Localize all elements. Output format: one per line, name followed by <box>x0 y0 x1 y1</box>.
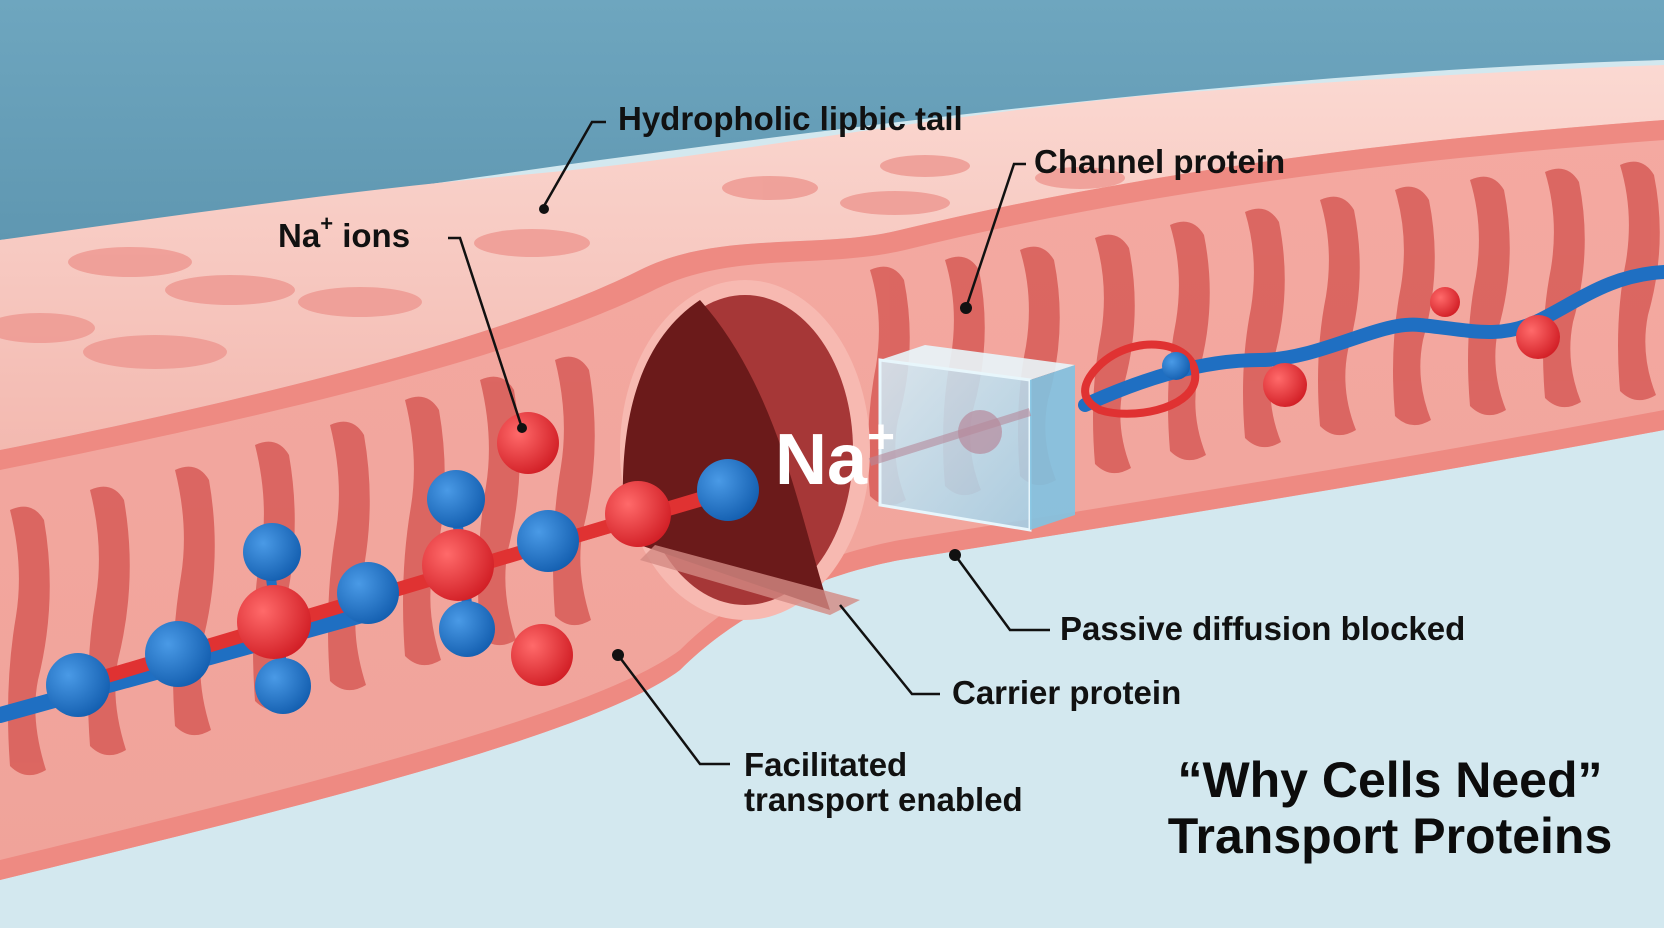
transport-chain <box>0 412 759 723</box>
label-facilitated-transport: Facilitated transport enabled <box>744 746 1064 818</box>
channel-protein-pore-icon <box>620 280 870 620</box>
leader-dots <box>517 204 972 661</box>
title-line1: “Why Cells Need” <box>1177 752 1603 808</box>
label-hydrophilic-tail: Hydropholic lipbic tail <box>618 100 963 137</box>
water-molecule-icon <box>1162 352 1190 380</box>
sodium-ion-icon <box>1516 315 1560 359</box>
label-na-ions: Na+ ions <box>278 212 411 254</box>
title-line2: Transport Proteins <box>1167 808 1613 864</box>
label-carrier-protein: Carrier protein <box>952 674 1182 711</box>
sodium-ion-icon <box>237 412 671 686</box>
channel-strand <box>1078 265 1664 418</box>
leader-lines <box>448 120 1050 766</box>
label-facilitated-line1: Facilitated <box>744 746 908 783</box>
water-molecule-icon <box>46 459 759 717</box>
extracellular-background <box>0 0 1664 240</box>
center-ion-symbol: Na <box>775 420 868 500</box>
center-ion-charge: + <box>867 411 896 464</box>
membrane-top-surface <box>0 65 1664 450</box>
label-na-charge: + <box>320 211 334 236</box>
lipid-heads-surface <box>0 155 1125 369</box>
label-facilitated-line2: transport enabled <box>744 780 1023 818</box>
center-sodium-label: Na+ <box>775 414 895 497</box>
sodium-ion-icon <box>1263 363 1307 407</box>
label-passive-diffusion: Passive diffusion blocked <box>1060 610 1466 647</box>
label-na-symbol: Na <box>278 217 321 254</box>
membrane-upper-band <box>0 120 1664 470</box>
label-channel-protein: Channel protein <box>1034 143 1286 180</box>
carrier-protein-box-icon <box>868 345 1075 532</box>
membrane-lower-band <box>0 410 1664 880</box>
label-na-suffix: ions <box>333 217 411 254</box>
diagram-title: “Why Cells Need” Transport Proteins <box>1130 752 1650 864</box>
sodium-ion-icon <box>1430 287 1460 317</box>
